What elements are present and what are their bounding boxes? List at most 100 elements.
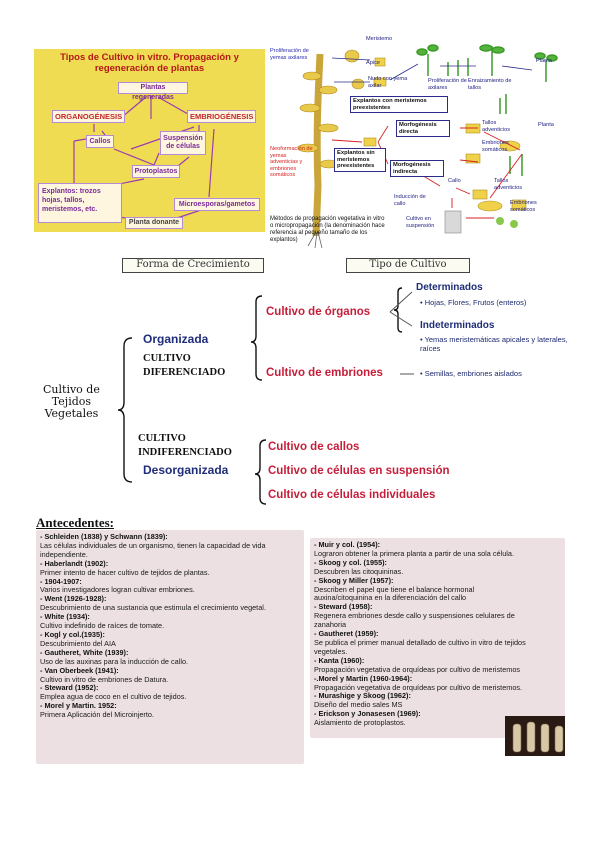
adventitious-shoots-label-2: Tallos adventicios [494, 178, 522, 191]
antecedent-heading: - 1904-1907: [40, 576, 82, 586]
micropropagation-drawing [297, 44, 558, 249]
antecedent-entry: - 1904-1907:Varios investigadores logran… [40, 576, 300, 596]
root-line-3: Vegetales [44, 407, 99, 420]
callus-label-diagram: Callo [448, 178, 461, 184]
protoplasts-label: Protoplastos [134, 168, 178, 175]
antecedents-right-list: - Muir y col. (1954):Lograron obtener la… [310, 538, 536, 731]
disorganized-label: Desorganizada [143, 463, 229, 477]
culture-type-header: Tipo de Cultivo [346, 258, 470, 273]
somatic-embryos-label-1: Embriones somáticos [482, 140, 509, 153]
axillary-proliferation-label: Proliferación de axilares [428, 78, 467, 91]
cell-suspension-box: Suspensión de células [160, 131, 206, 155]
antecedent-description: Describen el papel que tiene el balance … [314, 584, 475, 603]
antecedent-heading: - Steward (1952): [40, 683, 99, 693]
antecedent-heading: - Kogl y col.(1935): [40, 629, 105, 639]
in-vitro-culture-types-panel: Tipos de Cultivo in vitro. Propagación y… [34, 49, 265, 232]
node-label: Nudo con yema axilar [368, 76, 408, 89]
antecedents-left-panel: - Schleiden (1838) y Schwann (1839):Las … [36, 530, 304, 764]
micropropagation-caption: Métodos de propagación vegetativa in vit… [270, 216, 385, 243]
plant-tissue-culture-root: Cultivo de Tejidos Vegetales [43, 384, 100, 420]
callus-box: Callos [86, 135, 114, 148]
antecedent-entry: - Muir y col. (1954):Lograron obtener la… [314, 540, 532, 559]
plant-label: Planta [536, 58, 552, 64]
embryogenesis-label: EMBRIOGÉNESIS [190, 112, 254, 121]
indeterminate-label: Indeterminados [420, 320, 495, 331]
explants-box: Explantos: trozos hojas, tallos, meriste… [38, 183, 122, 223]
antecedent-description: Propagación vegetativa de orquídeas por … [314, 682, 523, 692]
undifferentiated-line-2: INDIFERENCIADO [138, 447, 232, 458]
antecedent-entry: - Skoog y col. (1955):Descubren las cito… [314, 557, 532, 577]
antecedent-description: Descubrimiento del AIA [40, 638, 116, 648]
antecedent-heading: -.Morel y Martin (1960-1964): [314, 673, 413, 683]
micropropagation-diagram: Proliferación de yemas axilares Meristem… [270, 36, 568, 250]
antecedent-heading: - Van Oberbeek (1941): [40, 665, 119, 675]
antecedent-entry: - Gautheret, White (1939):Uso de las aux… [40, 647, 300, 667]
antecedent-heading: - Muir y col. (1954): [314, 540, 381, 549]
cell-suspension-label: Suspensión de células [163, 135, 203, 150]
microspores-label: Microesporas/gametos [178, 201, 256, 208]
antecedent-heading: - Skoog y Miller (1957): [314, 575, 394, 585]
antecedent-description: Regenera embriones desde callo y suspens… [314, 611, 515, 630]
panel-title-line-2: regeneración de plantas [94, 63, 205, 74]
determinate-detail: • Hojas, Flores, Frutos (enteros) [420, 298, 527, 307]
somatic-embryos-label-2: Embriones somáticos [510, 200, 537, 213]
root-line-1: Cultivo de [43, 383, 100, 396]
antecedent-description: Uso de las auxinas para la inducción de … [40, 656, 189, 666]
antecedent-entry: - Gautheret (1959):Se publica el primer … [314, 629, 532, 657]
differentiated-culture-label: CULTIVO DIFERENCIADO [143, 352, 225, 380]
adventitious-shoots-label-1: Tallos adventicios [482, 120, 510, 133]
growth-form-header: Forma de Crecimiento [122, 258, 264, 273]
antecedent-description: Varios investigadores logran cultivar em… [40, 585, 195, 595]
classification-braces [117, 287, 414, 505]
differentiated-line-2: DIFERENCIADO [143, 367, 226, 378]
donor-plant-box: Planta donante [125, 217, 183, 229]
antecedent-description: Las células individuales de un organismo… [40, 540, 266, 559]
antecedent-heading: - Murashige y Skoog (1962): [314, 691, 411, 701]
antecedent-heading: - Schleiden (1838) y Schwann (1839): [40, 532, 168, 541]
regenerated-plants-box: Plantas regeneradas [118, 82, 188, 101]
callus-induction-label: Inducción de callo [394, 194, 426, 207]
explants-with-meristems-box: Explantos con meristemos preexistentes [350, 96, 448, 114]
antecedent-entry: - Erickson y Jonasesen (1969):Aislamient… [314, 709, 532, 728]
indirect-morphogenesis-box: Morfogénesis indirecta [390, 160, 444, 178]
antecedent-heading: - Haberlandt (1902): [40, 558, 109, 568]
suspension-culture-label: Cultivo en suspensión [406, 216, 435, 229]
antecedent-heading: - Erickson y Jonasesen (1969): [314, 709, 421, 719]
antecedent-entry: - Steward (1958):Regenera embriones desd… [314, 602, 532, 630]
direct-morphogenesis-box: Morfogénesis directa [396, 120, 450, 138]
indeterminate-detail: • Yemas meristemáticas apicales y latera… [420, 335, 568, 353]
undifferentiated-line-1: CULTIVO [138, 433, 186, 444]
donor-plant-label: Planta donante [128, 219, 180, 226]
antecedents-right-panel: - Muir y col. (1954):Lograron obtener la… [310, 538, 565, 756]
antecedent-description: Cultivo indefinido de raíces de tomate. [40, 621, 165, 631]
cell-suspension-culture-label: Cultivo de células en suspensión [268, 465, 450, 477]
antecedent-heading: - White (1934): [40, 612, 90, 622]
callus-label: Callos [89, 138, 111, 145]
explants-label: Explantos: trozos hojas, tallos, meriste… [42, 188, 101, 213]
antecedent-heading: - Kanta (1960): [314, 655, 365, 665]
antecedent-heading: - Skoog y col. (1955): [314, 557, 387, 567]
culture-tubes-photo [505, 716, 565, 756]
test-tubes-image [512, 721, 564, 753]
undifferentiated-culture-label: CULTIVO INDIFERENCIADO [138, 432, 232, 460]
meristem-label: Meristemo [366, 36, 393, 42]
plant-label-2: Planta [538, 122, 554, 128]
antecedent-entry: - Murashige y Skoog (1962):Diseño del me… [314, 691, 532, 710]
antecedent-description: Propagación vegetativa de orquídeas por … [314, 664, 521, 674]
antecedent-heading: - Steward (1958): [314, 602, 373, 612]
single-cell-culture-label: Cultivo de células individuales [268, 489, 436, 501]
apex-label: Ápice [366, 60, 380, 66]
panel-title-line-1: Tipos de Cultivo in vitro. Propagación y [60, 52, 239, 63]
antecedent-entry: - Steward (1952):Emplea agua de coco en … [40, 683, 300, 702]
culture-type-label: Tipo de Cultivo [369, 259, 447, 270]
antecedent-entry: - Schleiden (1838) y Schwann (1839):Las … [40, 532, 300, 560]
antecedent-heading: - Gautheret, White (1939): [40, 647, 129, 657]
antecedent-description: Primera Aplicación del Microinjerto. [40, 710, 154, 720]
organogenesis-box: ORGANOGÉNESIS [52, 110, 126, 123]
antecedent-description: Cultivo in vitro de embriones de Datura. [40, 674, 169, 684]
antecedent-heading: - Morel y Martin. 1952: [40, 701, 117, 711]
panel-title: Tipos de Cultivo in vitro. Propagación y… [34, 52, 265, 74]
antecedent-description: Diseño del medio sales MS [314, 700, 403, 710]
neoformation-label: Neoformación de yemas adventicias y embr… [270, 146, 313, 178]
organ-culture-label: Cultivo de órganos [266, 306, 371, 318]
